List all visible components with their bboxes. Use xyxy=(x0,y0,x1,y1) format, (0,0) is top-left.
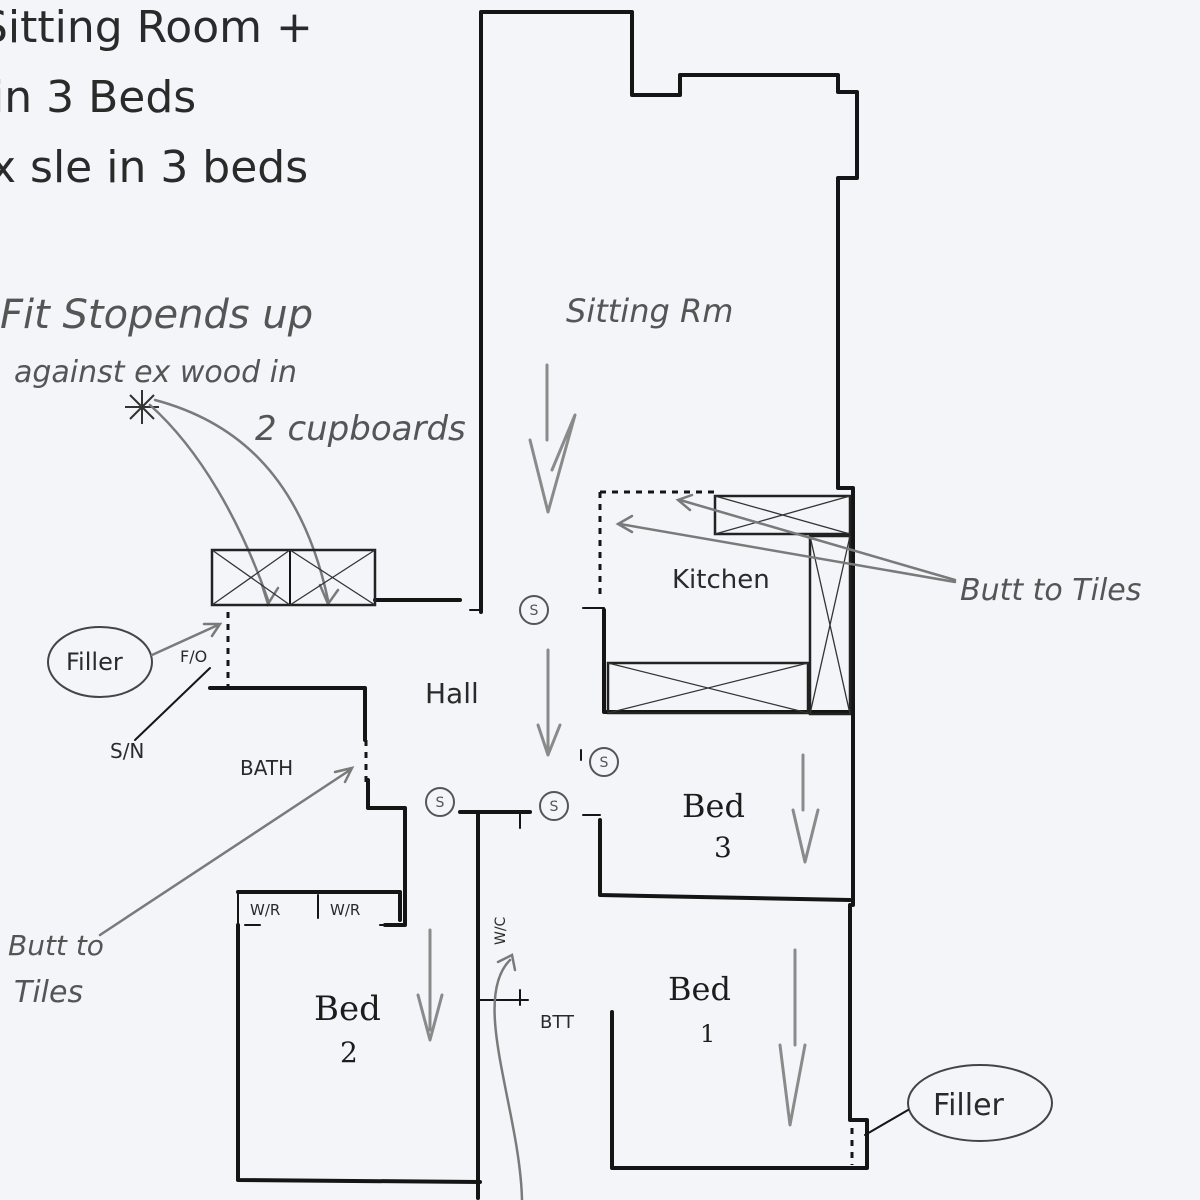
s-symbol-4: S xyxy=(539,791,569,821)
filler-right-callout: Filler xyxy=(850,1064,1053,1165)
s-symbol-2: S xyxy=(589,747,619,777)
label-wr-2: W/R xyxy=(330,901,360,919)
label-bed3: Bed xyxy=(682,787,745,825)
label-wr-1: W/R xyxy=(250,901,280,919)
svg-text:S: S xyxy=(436,795,445,811)
label-sitting-room: Sitting Rm xyxy=(566,292,733,330)
stopends-line-1: Fit Stopends up xyxy=(0,292,313,338)
top-notes: Sitting Room + in 3 Beds x sle in 3 beds xyxy=(0,2,313,193)
svg-text:S: S xyxy=(530,603,539,619)
wc-label: W/C xyxy=(493,916,509,945)
butt-to-tiles-right-note: Butt to Tiles xyxy=(615,493,1141,608)
note-line-3: x sle in 3 beds xyxy=(0,142,308,193)
stopends-line-2: against ex wood in xyxy=(14,355,297,390)
s-symbol-1: S xyxy=(519,595,549,625)
label-bed2-number: 2 xyxy=(340,1036,358,1069)
butt-tiles-left-text-1: Butt to xyxy=(8,929,104,962)
butt-tiles-left-text-2: Tiles xyxy=(14,975,83,1010)
filler-right-text: Filler xyxy=(933,1088,1005,1123)
svg-text:S: S xyxy=(550,799,559,815)
svg-text:S: S xyxy=(600,755,609,771)
kitchen-unit-right xyxy=(808,534,852,716)
btt-label: BTT xyxy=(540,1012,575,1033)
sn-label: S/N xyxy=(110,739,144,763)
filler-left-text: Filler xyxy=(66,648,123,676)
label-bed3-number: 3 xyxy=(714,831,732,864)
kitchen-opening-dashed xyxy=(598,490,718,600)
stopend-leader-2 xyxy=(153,398,330,602)
note-line-2: in 3 Beds xyxy=(0,72,196,123)
note-line-1: Sitting Room + xyxy=(0,2,313,53)
label-kitchen: Kitchen xyxy=(672,565,770,595)
direction-arrows xyxy=(416,363,820,1127)
label-bed2: Bed xyxy=(314,989,381,1029)
butt-tiles-right-text: Butt to Tiles xyxy=(960,573,1141,608)
cupboards-hall xyxy=(210,548,377,607)
stopends-note: Fit Stopends up against ex wood in 2 cup… xyxy=(0,292,466,607)
butt-to-tiles-left-note: Butt to Tiles xyxy=(8,766,355,1010)
s-symbol-3: S xyxy=(425,787,455,817)
label-bed1-number: 1 xyxy=(700,1020,715,1048)
fo-label: F/O xyxy=(180,647,207,666)
stopends-line-3: 2 cupboards xyxy=(255,409,466,449)
label-hall: Hall xyxy=(425,677,479,710)
kitchen-unit-top xyxy=(713,494,852,536)
label-bath: BATH xyxy=(240,756,293,780)
kitchen-unit-bottom xyxy=(606,661,810,715)
wc-btt-notes: W/C BTT xyxy=(493,916,575,1200)
label-bed1: Bed xyxy=(668,970,731,1008)
stopend-leader-1 xyxy=(148,403,270,602)
walls xyxy=(208,10,869,1200)
filler-left-callout: Filler F/O S/N xyxy=(47,622,223,763)
